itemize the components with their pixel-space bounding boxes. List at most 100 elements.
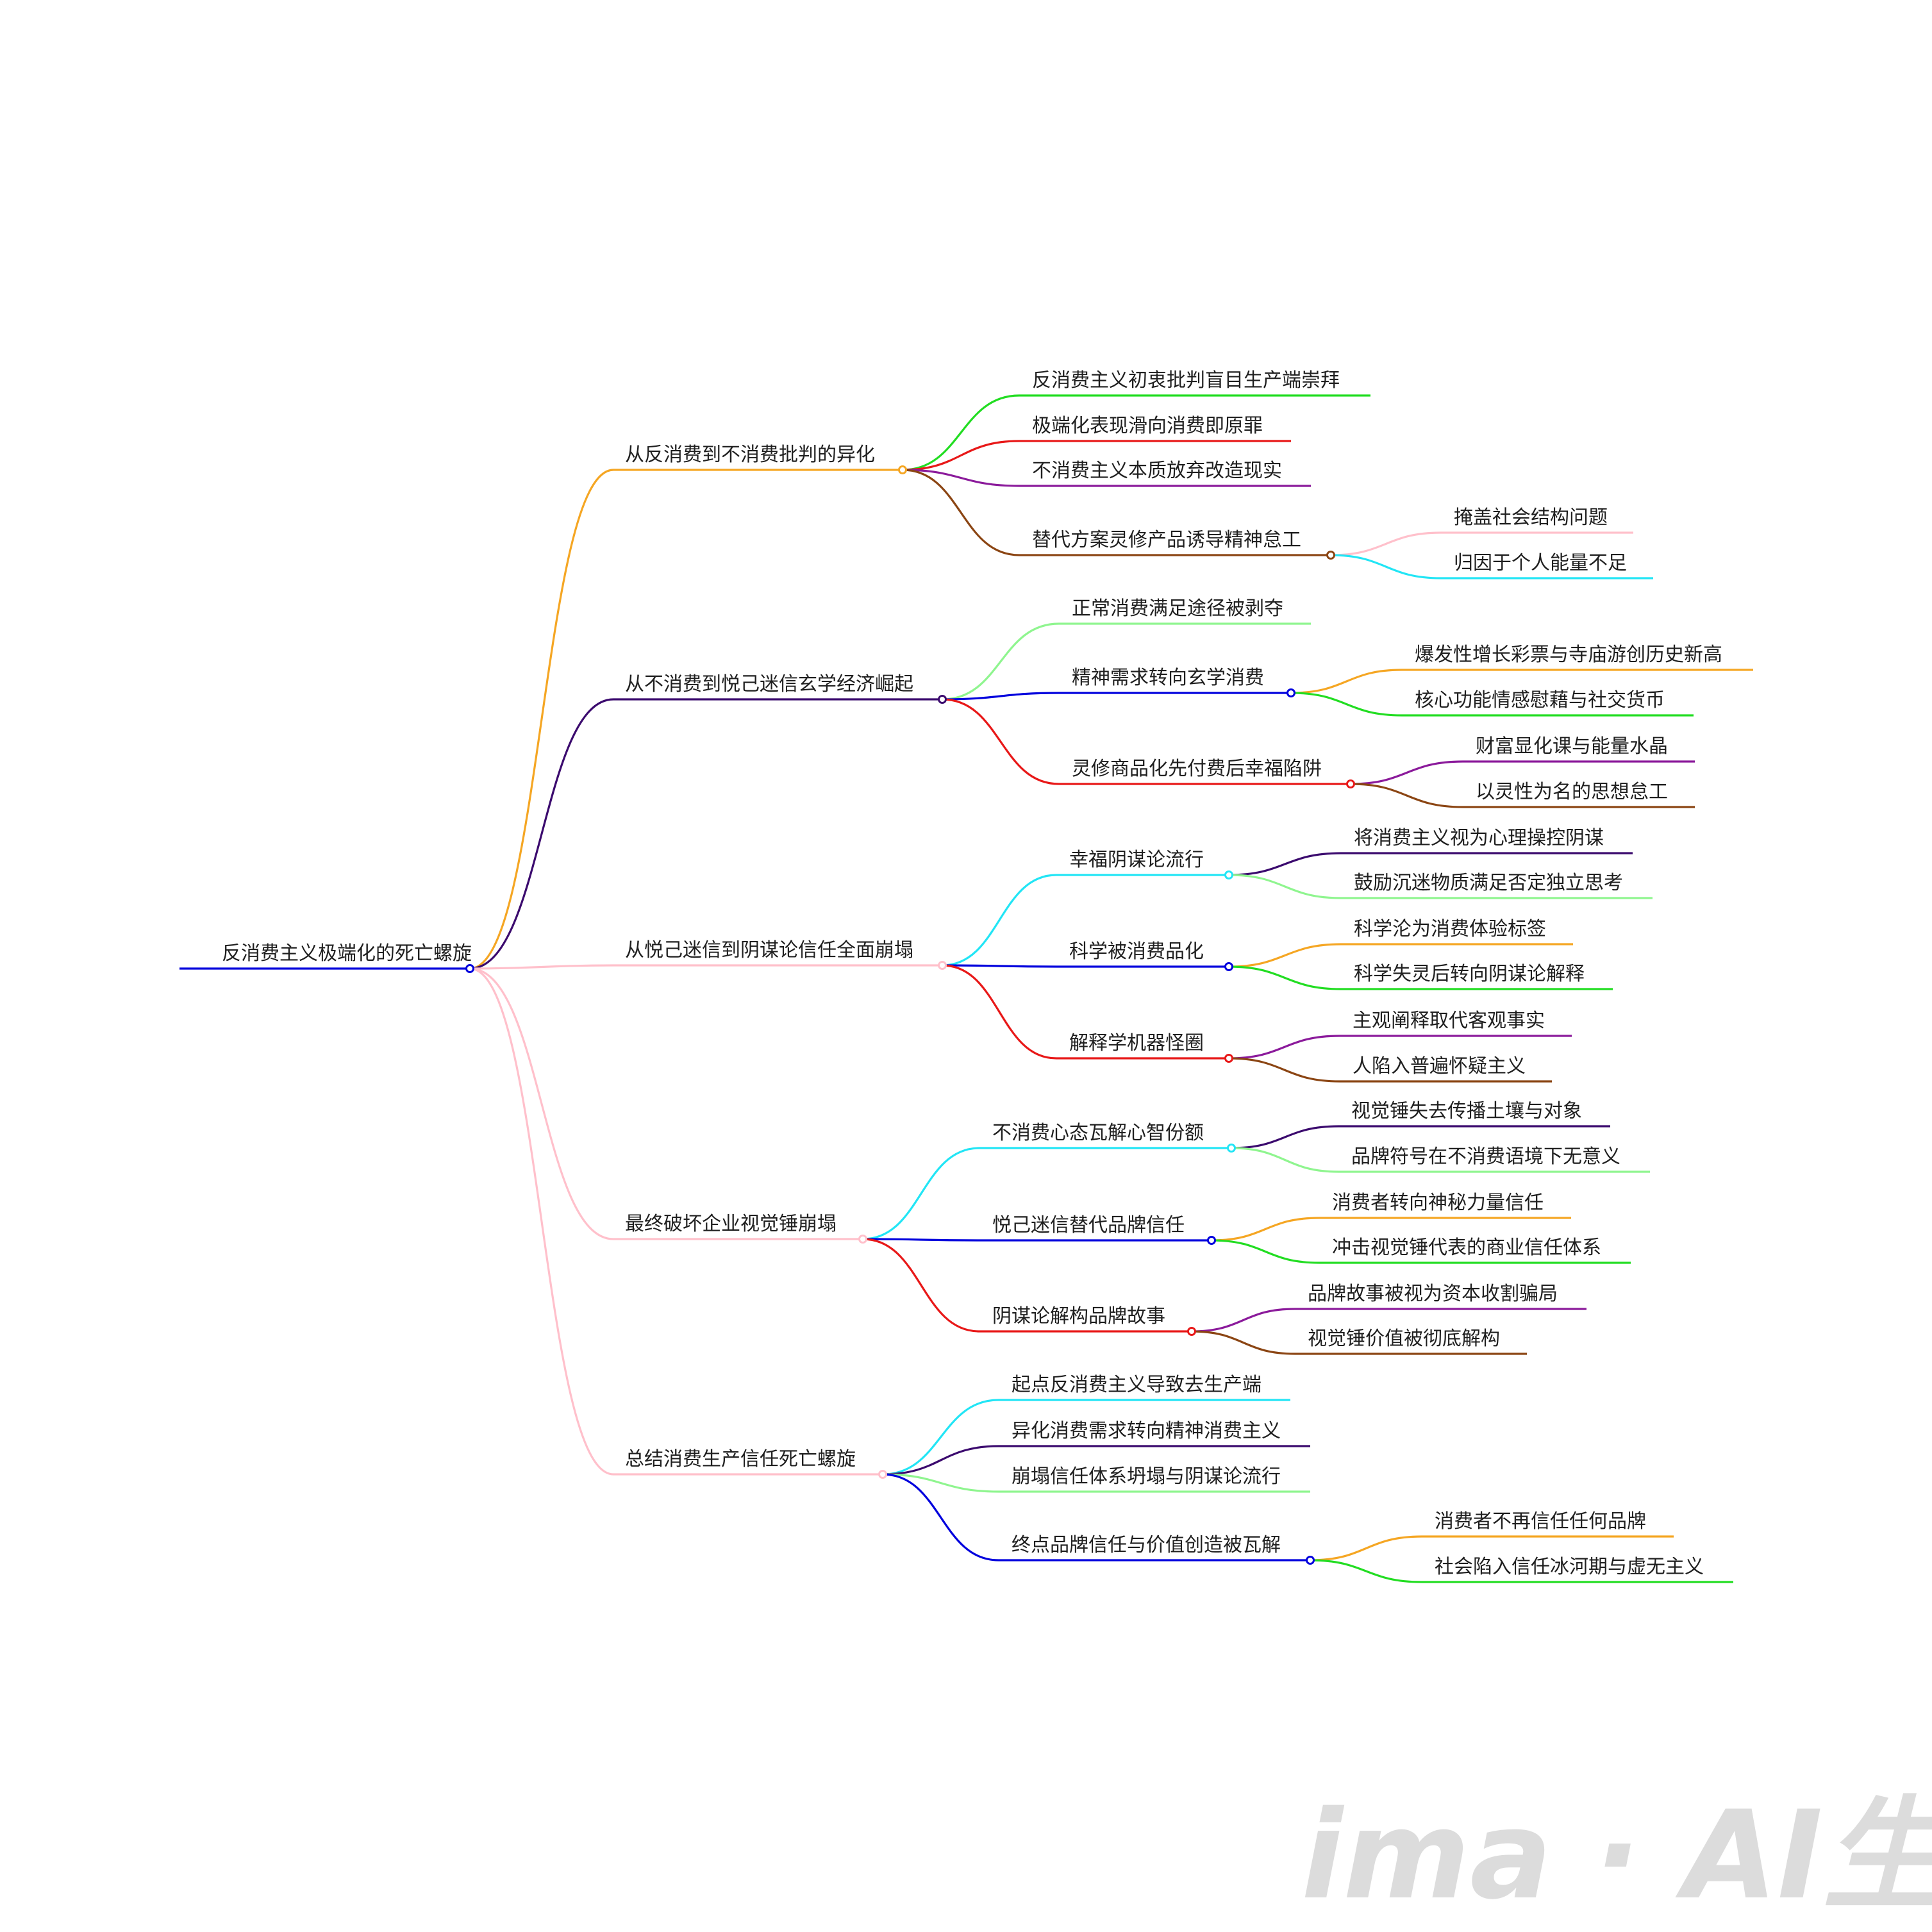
leaf-node-label[interactable]: 品牌符号在不消费语境下无意义 bbox=[1351, 1145, 1620, 1168]
leaf-node-label[interactable]: 消费者转向神秘力量信任 bbox=[1332, 1192, 1544, 1214]
leaf-node-label[interactable]: 归因于个人能量不足 bbox=[1454, 552, 1627, 574]
topic-to-leaf-connector bbox=[1330, 554, 1442, 579]
leaf-node-label[interactable]: 科学沦为消费体验标签 bbox=[1354, 918, 1546, 940]
leaf-node-label[interactable]: 掩盖社会结构问题 bbox=[1454, 506, 1608, 529]
leaf-node-label[interactable]: 核心功能情感慰藉与社交货币 bbox=[1415, 689, 1665, 712]
topic-to-leaf-connector bbox=[1191, 1330, 1295, 1355]
topic-to-leaf-connector bbox=[1228, 874, 1342, 899]
topic-to-leaf-connector bbox=[1211, 1217, 1320, 1242]
topic-to-leaf-connector bbox=[1290, 669, 1403, 694]
topic-to-leaf-connector bbox=[1228, 965, 1342, 990]
branch-to-topic-connector bbox=[902, 469, 1020, 556]
branch-to-topic-connector bbox=[942, 622, 1060, 701]
topic-collapse-toggle[interactable] bbox=[1187, 1327, 1196, 1336]
branch-to-topic-connector bbox=[862, 1147, 980, 1240]
topic-node-label[interactable]: 科学被消费品化 bbox=[1069, 940, 1204, 963]
topic-to-leaf-connector bbox=[1350, 760, 1463, 785]
topic-node-label[interactable]: 不消费心态瓦解心智份额 bbox=[992, 1122, 1204, 1144]
leaf-node-label[interactable]: 财富显化课与能量水晶 bbox=[1476, 735, 1668, 758]
branch-node-label-3[interactable]: 从悦己迷信到阴谋论信任全面崩塌 bbox=[625, 939, 913, 962]
root-to-branch-connector bbox=[469, 469, 614, 970]
topic-node-label[interactable]: 灵修商品化先付费后幸福陷阱 bbox=[1072, 758, 1322, 780]
topic-node-label[interactable]: 异化消费需求转向精神消费主义 bbox=[1012, 1420, 1281, 1442]
leaf-node-label[interactable]: 视觉锤失去传播土壤与对象 bbox=[1351, 1100, 1582, 1122]
topic-to-leaf-connector bbox=[1228, 943, 1342, 968]
topic-collapse-toggle[interactable] bbox=[1224, 870, 1233, 879]
branch-node-label-2[interactable]: 从不消费到悦己迷信玄学经济崛起 bbox=[625, 673, 913, 695]
topic-node-label[interactable]: 反消费主义初衷批判盲目生产端崇拜 bbox=[1032, 369, 1340, 392]
branch-collapse-toggle[interactable] bbox=[898, 465, 907, 474]
branch-to-topic-connector bbox=[942, 698, 1060, 785]
branch-to-topic-connector bbox=[902, 394, 1020, 471]
topic-node-label[interactable]: 悦己迷信替代品牌信任 bbox=[992, 1214, 1185, 1237]
branch-to-topic-connector bbox=[882, 1399, 999, 1476]
root-to-branch-connector bbox=[469, 967, 614, 1476]
topic-to-leaf-connector bbox=[1350, 783, 1463, 808]
leaf-node-label[interactable]: 视觉锤价值被彻底解构 bbox=[1308, 1328, 1500, 1350]
branch-collapse-toggle[interactable] bbox=[938, 961, 947, 970]
leaf-node-label[interactable]: 科学失灵后转向阴谋论解释 bbox=[1354, 963, 1585, 985]
connector-layer bbox=[179, 394, 1753, 1583]
topic-collapse-toggle[interactable] bbox=[1224, 1054, 1233, 1063]
branch-collapse-toggle[interactable] bbox=[878, 1470, 887, 1479]
topic-node-label[interactable]: 阴谋论解构品牌故事 bbox=[992, 1305, 1165, 1328]
topic-node-label[interactable]: 不消费主义本质放弃改造现实 bbox=[1032, 460, 1282, 482]
root-collapse-toggle[interactable] bbox=[465, 964, 474, 973]
topic-to-leaf-connector bbox=[1228, 1035, 1340, 1060]
topic-to-leaf-connector bbox=[1228, 1057, 1340, 1083]
topic-node-label[interactable]: 起点反消费主义导致去生产端 bbox=[1012, 1374, 1262, 1396]
topic-node-label[interactable]: 正常消费满足途径被剥夺 bbox=[1072, 597, 1283, 620]
topic-node-label[interactable]: 极端化表现滑向消费即原罪 bbox=[1032, 415, 1263, 437]
branch-collapse-toggle[interactable] bbox=[938, 695, 947, 704]
topic-to-leaf-connector bbox=[1310, 1559, 1422, 1583]
topic-node-label[interactable]: 替代方案灵修产品诱导精神怠工 bbox=[1032, 529, 1301, 551]
topic-node-label[interactable]: 崩塌信任体系坍塌与阴谋论流行 bbox=[1012, 1465, 1281, 1488]
branch-to-topic-connector bbox=[942, 964, 1057, 968]
branch-to-topic-connector bbox=[882, 1473, 999, 1493]
topic-node-label[interactable]: 解释学机器怪圈 bbox=[1069, 1032, 1204, 1054]
topic-to-leaf-connector bbox=[1231, 1147, 1339, 1173]
leaf-node-label[interactable]: 爆发性增长彩票与寺庙游创历史新高 bbox=[1415, 644, 1722, 666]
branch-node-label-4[interactable]: 最终破坏企业视觉锤崩塌 bbox=[625, 1213, 837, 1235]
topic-collapse-toggle[interactable] bbox=[1326, 551, 1335, 560]
branch-node-label-1[interactable]: 从反消费到不消费批判的异化 bbox=[625, 444, 875, 466]
topic-collapse-toggle[interactable] bbox=[1306, 1556, 1315, 1565]
topic-to-leaf-connector bbox=[1191, 1308, 1295, 1333]
topic-node-label[interactable]: 幸福阴谋论流行 bbox=[1069, 849, 1204, 871]
root-to-branch-connector bbox=[469, 967, 614, 1240]
topic-node-label[interactable]: 精神需求转向玄学消费 bbox=[1072, 667, 1264, 689]
leaf-node-label[interactable]: 鼓励沉迷物质满足否定独立思考 bbox=[1354, 872, 1623, 894]
leaf-node-label[interactable]: 主观阐释取代客观事实 bbox=[1353, 1010, 1545, 1032]
branch-to-topic-connector bbox=[862, 1238, 980, 1333]
branch-to-topic-connector bbox=[882, 1445, 999, 1476]
watermark-text: ima · AI生成 bbox=[1301, 1785, 1932, 1926]
topic-collapse-toggle[interactable] bbox=[1224, 962, 1233, 971]
branch-to-topic-connector bbox=[942, 964, 1057, 1060]
branch-node-label-5[interactable]: 总结消费生产信任死亡螺旋 bbox=[625, 1448, 856, 1470]
leaf-node-label[interactable]: 以灵性为名的思想怠工 bbox=[1476, 781, 1668, 803]
root-to-branch-connector bbox=[469, 698, 614, 970]
root-node-label[interactable]: 反消费主义极端化的死亡螺旋 bbox=[222, 942, 472, 965]
branch-collapse-toggle[interactable] bbox=[858, 1235, 867, 1244]
leaf-node-label[interactable]: 品牌故事被视为资本收割骗局 bbox=[1308, 1283, 1558, 1305]
topic-collapse-toggle[interactable] bbox=[1287, 688, 1295, 697]
leaf-node-label[interactable]: 消费者不再信任任何品牌 bbox=[1435, 1510, 1646, 1533]
leaf-node-label[interactable]: 人陷入普遍怀疑主义 bbox=[1353, 1055, 1526, 1078]
topic-collapse-toggle[interactable] bbox=[1227, 1144, 1236, 1153]
leaf-node-label[interactable]: 社会陷入信任冰河期与虚无主义 bbox=[1435, 1556, 1704, 1578]
topic-collapse-toggle[interactable] bbox=[1207, 1236, 1216, 1245]
topic-to-leaf-connector bbox=[1211, 1239, 1320, 1264]
topic-to-leaf-connector bbox=[1228, 852, 1342, 876]
topic-node-label[interactable]: 终点品牌信任与价值创造被瓦解 bbox=[1012, 1534, 1281, 1556]
leaf-node-label[interactable]: 将消费主义视为心理操控阴谋 bbox=[1354, 827, 1604, 849]
branch-to-topic-connector bbox=[862, 1238, 980, 1242]
topic-to-leaf-connector bbox=[1330, 531, 1442, 556]
topic-collapse-toggle[interactable] bbox=[1346, 779, 1355, 788]
leaf-node-label[interactable]: 冲击视觉锤代表的商业信任体系 bbox=[1332, 1237, 1601, 1259]
branch-to-topic-connector bbox=[902, 469, 1020, 487]
topic-to-leaf-connector bbox=[1290, 692, 1403, 717]
topic-to-leaf-connector bbox=[1231, 1125, 1339, 1149]
root-to-branch-connector bbox=[469, 964, 614, 970]
node-layer: 反消费主义极端化的死亡螺旋 从反消费到不消费批判的异化 反消费主义初衷批判盲目生产端… bbox=[222, 369, 1722, 1578]
